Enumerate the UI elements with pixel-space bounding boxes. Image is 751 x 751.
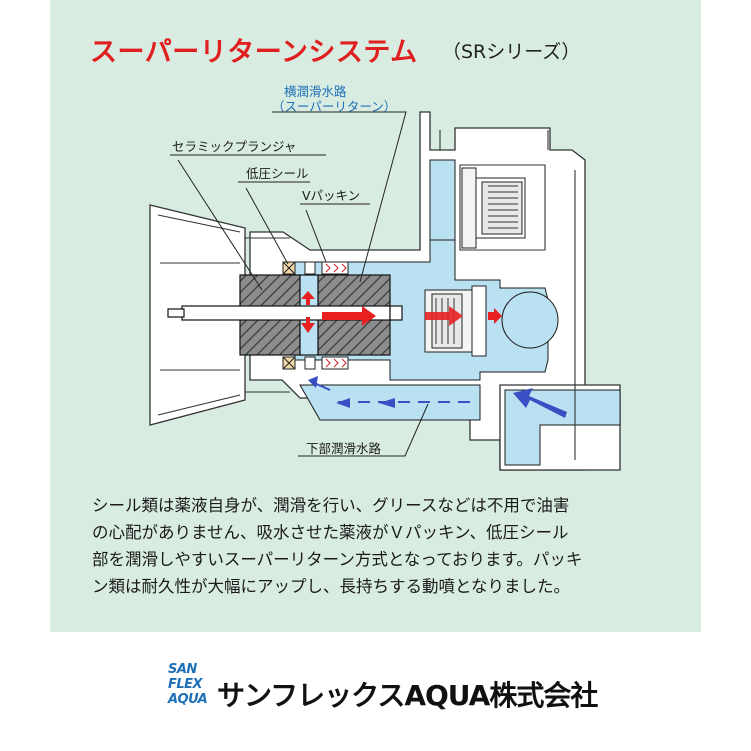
logo-mark-line: SAN [168,662,197,677]
label-lower-path: 下部潤滑水路 [306,441,382,456]
logo-mark-line: AQUA [168,692,208,707]
return-flow-arrows [308,376,567,418]
discharge-flow-arrows [301,291,502,333]
housing-details [157,130,576,460]
description-line: ン類は耐久性が大幅にアップし、長持ちする動噴となりました。 [92,577,571,596]
description-line: シール類は薬液自身が、潤滑を行い、グリースなどは不用で油害 [92,496,570,515]
logo-mark-line: FLEX [168,677,203,692]
description-line: 部を潤滑しやすいスーパーリターン方式となっております。パッキ [92,550,583,569]
seals [282,261,349,370]
label-low-pressure-seal: 低圧シール [246,166,309,181]
label-horizontal-path-sub: （スーパーリターン） [272,99,397,114]
label-ceramic-plunger: セラミックプランジャ [172,139,297,154]
company-logo-mark: SAN FLEX AQUA [168,662,208,707]
company-name: サンフレックスAQUA株式会社 [217,679,598,712]
page-subtitle: （SRシリーズ） [442,41,581,63]
page-title: スーパーリターンシステム [90,37,418,68]
label-v-packing: Vパッキン [302,188,361,203]
leader-lines [170,111,429,457]
upper-valve [461,167,526,249]
description-text: シール類は薬液自身が、潤滑を行い、グリースなどは不用で油害 の心配がありません、… [92,492,682,600]
description-line: の心配がありません、吸水させた薬液がＶパッキン、低圧シール [92,523,569,542]
label-horizontal-path: 横潤滑水路 [284,84,347,99]
